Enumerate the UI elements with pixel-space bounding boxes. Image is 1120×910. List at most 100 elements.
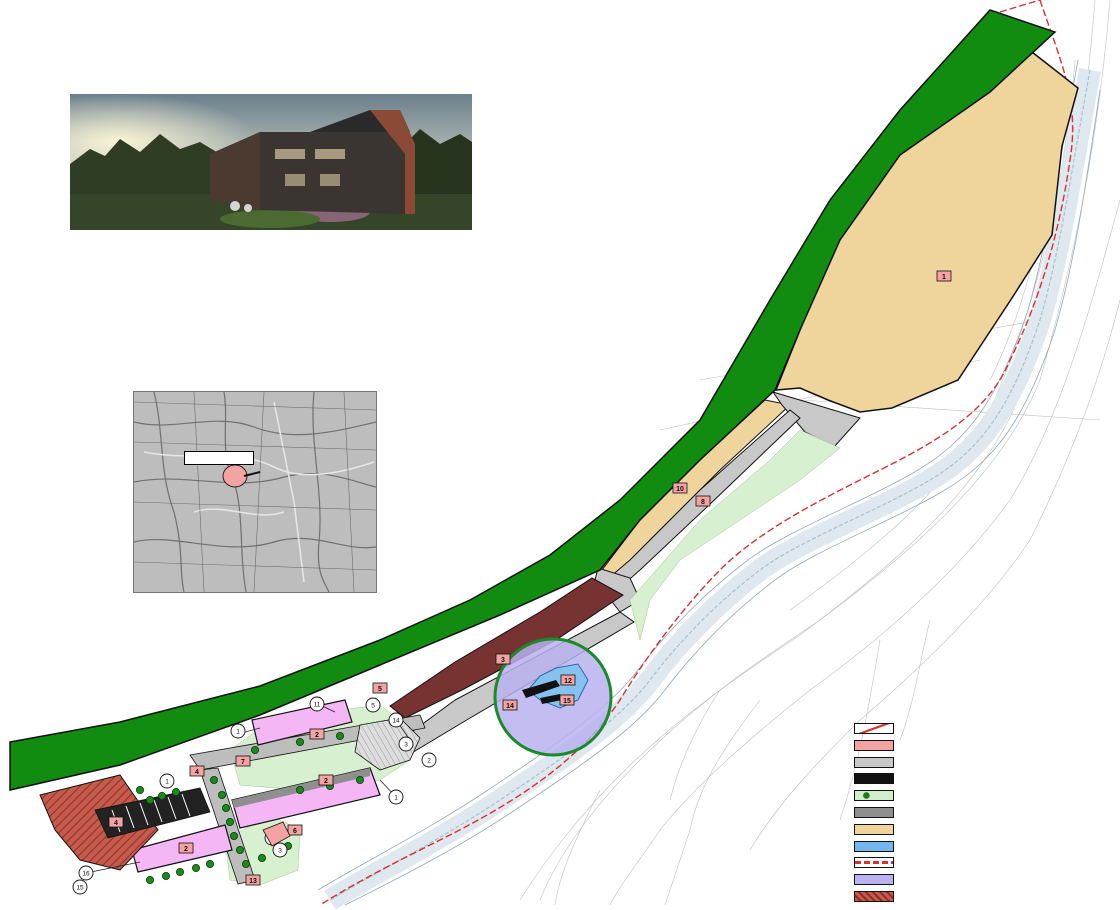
callout-marker-label: 3: [278, 848, 282, 855]
explication-item: [850, 633, 1112, 640]
zone-marker[interactable]: 4: [189, 765, 205, 777]
zone-marker-label: 3: [501, 657, 505, 664]
callout-marker-label: 15: [76, 885, 84, 892]
legend-panel: [852, 709, 1114, 907]
legend-row: [852, 788, 1114, 804]
legend-swatch: [854, 840, 894, 852]
pink-pavilion[interactable]: [262, 821, 291, 847]
tree-icon: [250, 746, 259, 755]
tree-icon: [161, 872, 170, 881]
tree-icon: [225, 818, 234, 827]
callout-marker[interactable]: 5: [365, 697, 381, 713]
legend-swatch: [854, 756, 894, 768]
zone-marker[interactable]: 13: [245, 874, 261, 886]
zone-marker[interactable]: 5: [372, 682, 388, 694]
zone-marker[interactable]: 10: [672, 482, 688, 494]
legend-title: [858, 709, 1114, 721]
tree-icon: [145, 876, 154, 885]
pier-black-2: [540, 694, 562, 704]
callout-marker[interactable]: 3: [398, 736, 414, 752]
tree-icon: [295, 786, 304, 795]
zone-marker[interactable]: 7: [235, 755, 251, 767]
render-illustration: [70, 94, 472, 230]
explication-item: [850, 655, 1112, 662]
explication-item: [850, 662, 1112, 669]
zone-marker[interactable]: 2: [178, 842, 194, 854]
legend-row: [852, 889, 1114, 905]
explication-item: [850, 684, 1112, 691]
boundary-nw: [999, 0, 1041, 13]
explication-item: [850, 604, 1112, 611]
zone-marker-label: 14: [506, 703, 514, 710]
hatched-zone[interactable]: [39, 774, 159, 871]
callout-marker-label: 1: [165, 779, 169, 786]
tree-icon: [335, 732, 344, 741]
explication-item: [850, 640, 1112, 647]
zone-marker[interactable]: 6: [287, 824, 303, 836]
legend-row: [852, 721, 1114, 737]
zone-marker-label: 8: [701, 499, 705, 506]
callout-marker-label: 1: [394, 795, 398, 802]
legend-swatch: [854, 739, 894, 751]
tree-icon: [221, 804, 230, 813]
legend-row: [852, 805, 1114, 821]
render-caption-line1: [120, 72, 420, 83]
callout-marker[interactable]: 15: [72, 879, 88, 895]
building-render-image: [70, 94, 472, 230]
zone-marker-label: 15: [563, 698, 571, 705]
zone-marker-label: 4: [195, 769, 199, 776]
callout-marker[interactable]: 1: [159, 773, 175, 789]
tree-icon: [295, 738, 304, 747]
callout-marker[interactable]: 2: [421, 752, 437, 768]
zone-marker[interactable]: 4: [108, 816, 124, 828]
explication-item: [850, 669, 1112, 676]
location-map-image: [133, 391, 377, 593]
zone-marker[interactable]: 2: [318, 774, 334, 786]
callout-marker[interactable]: 14: [388, 712, 404, 728]
lawn-strip-east: [629, 429, 841, 641]
zone-marker[interactable]: 15: [559, 694, 575, 706]
callout-marker[interactable]: 3: [272, 842, 288, 858]
zone-marker[interactable]: 3: [495, 653, 511, 665]
legend-row: [852, 855, 1114, 871]
location-site-label: [184, 451, 254, 465]
legend-swatch: [854, 857, 894, 869]
zone-marker[interactable]: 12: [560, 674, 576, 686]
zone-marker-label: 2: [315, 732, 319, 739]
callout-marker[interactable]: 1: [230, 723, 246, 739]
legend-swatch: [854, 790, 894, 802]
callout-markers: 1115142314311615: [72, 696, 437, 895]
legend-row: [852, 738, 1114, 754]
zone-marker[interactable]: 8: [695, 495, 711, 507]
zone-marker-label: 5: [378, 686, 382, 693]
callout-marker-label: 2: [427, 758, 431, 765]
zone-marker[interactable]: 2: [309, 728, 325, 740]
tree-icon: [257, 854, 266, 863]
legend-rows: [852, 721, 1114, 907]
callout-marker[interactable]: 16: [78, 865, 94, 881]
explication-item: [850, 611, 1112, 618]
legend-swatch: [854, 723, 894, 734]
location-caption: [110, 370, 390, 392]
legend-row: [852, 872, 1114, 888]
tree-icon: [171, 788, 180, 797]
explication-item: [850, 618, 1112, 625]
legend-swatch: [854, 773, 894, 785]
location-caption-line1: [110, 370, 390, 381]
forest-zone[interactable]: [9, 9, 1057, 791]
zone-marker[interactable]: 14: [502, 699, 518, 711]
explication-title: [858, 578, 1112, 589]
callout-marker-label: 16: [82, 871, 90, 878]
tree-icon: [355, 776, 364, 785]
location-scan-illustration: [134, 392, 376, 592]
render-caption: [120, 72, 420, 94]
zone-marker[interactable]: 1: [936, 270, 952, 282]
legend-row: [852, 839, 1114, 855]
zone-marker-label: 4: [114, 820, 118, 827]
callout-marker[interactable]: 11: [309, 696, 325, 712]
grey-junction[interactable]: [594, 567, 641, 613]
explication-panel: [850, 578, 1112, 704]
callout-marker[interactable]: 1: [388, 789, 404, 805]
